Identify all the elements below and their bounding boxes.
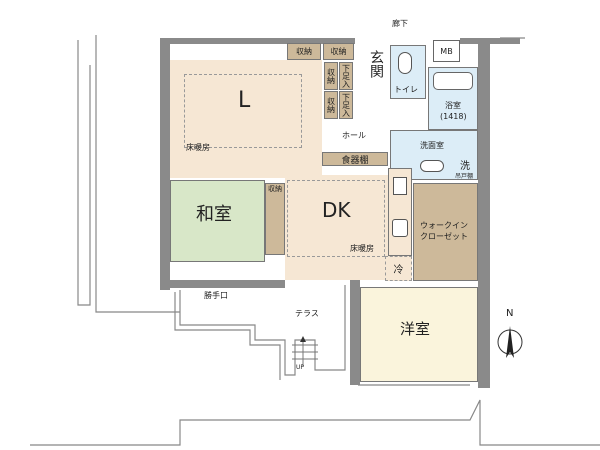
- room-living: [170, 60, 322, 178]
- left-balcony-line: [77, 40, 91, 306]
- western-label: 洋室: [400, 320, 431, 338]
- hall-label: ホール: [342, 131, 366, 140]
- room-wic: [413, 183, 478, 281]
- room-bath: [428, 67, 478, 130]
- storage: 収納: [324, 91, 338, 119]
- shoe-cabinet: 下足入: [339, 62, 353, 90]
- corridor-label: 廊下: [392, 19, 408, 28]
- wic-label: ウォークインクローゼット: [420, 221, 468, 241]
- entrance-label: 玄関: [368, 50, 384, 78]
- bath-label: 浴室: [445, 101, 461, 110]
- floor-heating-area: [287, 180, 385, 257]
- terrace-inner-line: [174, 292, 281, 380]
- terrace-outline: [179, 285, 346, 376]
- fridge-space: 冷: [385, 256, 412, 281]
- wall-west: [160, 38, 170, 290]
- toilet-label: トイレ: [394, 85, 418, 94]
- living-label: L: [238, 88, 251, 113]
- storage: 収納: [287, 43, 321, 60]
- storage: 収納: [265, 183, 285, 255]
- stove-icon: [393, 177, 407, 195]
- wall-north: [160, 38, 355, 44]
- toilet-icon: [398, 52, 412, 74]
- kitchen-sink-icon: [392, 219, 408, 237]
- site-boundary: [30, 399, 600, 446]
- up-arrow-head: [300, 336, 306, 342]
- storage: 収納: [323, 43, 354, 60]
- compass: [497, 326, 523, 358]
- sink-icon: [420, 160, 444, 172]
- dish-cabinet: 食器棚: [322, 152, 388, 166]
- dk-heating-label: 床暖房: [350, 244, 374, 253]
- bath-size: (1418): [440, 112, 467, 121]
- shoe-cabinet: 下足入: [339, 91, 353, 119]
- japanese-label: 和室: [196, 204, 232, 225]
- terrace-label: テラス: [295, 309, 319, 318]
- room-dk: [285, 175, 388, 280]
- compass-north-label: N: [506, 308, 514, 319]
- left-balcony-outer: [95, 35, 180, 313]
- terrace-steps: [292, 340, 318, 366]
- washroom-label: 洗面室: [420, 141, 444, 150]
- wall-south: [160, 280, 285, 288]
- meter-box: MB: [433, 40, 460, 62]
- back-door-label: 勝手口: [204, 291, 228, 300]
- room-japanese: [170, 180, 265, 262]
- washer-label: 洗: [460, 161, 470, 172]
- wall-north-east: [460, 38, 520, 44]
- wall-east: [478, 38, 490, 388]
- hanging-cabinet-label: 吊戸棚: [455, 173, 474, 180]
- room-western: [360, 287, 478, 382]
- dk-label: DK: [322, 198, 351, 222]
- kitchen-counter: [388, 168, 412, 256]
- floor-heating-area: [184, 74, 302, 148]
- wall-western-room: [350, 280, 360, 385]
- bathtub-icon: [433, 72, 473, 90]
- storage: 収納: [324, 62, 338, 90]
- up-label: UP: [296, 364, 305, 371]
- living-heating-label: 床暖房: [186, 143, 210, 152]
